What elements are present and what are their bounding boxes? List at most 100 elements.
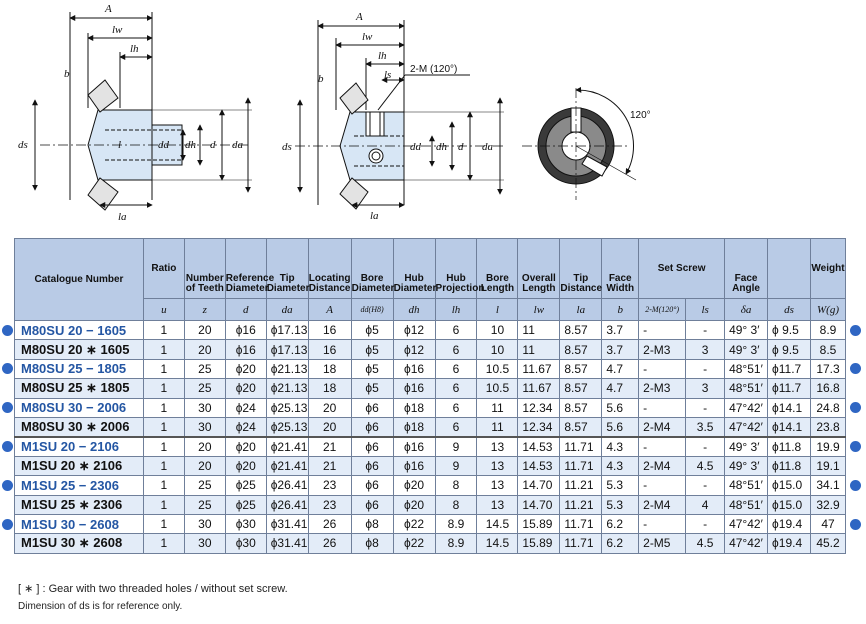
cell-teeth: 25	[183, 475, 226, 496]
cell-overall-length: 14.70	[517, 494, 561, 515]
cell-reference-diameter: ϕ30	[224, 533, 267, 554]
cell-tip-distance: 11.71	[559, 435, 603, 457]
cell-overall-length: 15.89	[517, 513, 561, 535]
sym-ds: ds	[767, 298, 812, 321]
col-hub-diameter: Hub Diameter	[392, 238, 436, 299]
cell-hub-diameter: ϕ12	[392, 319, 436, 341]
cell-ratio: 1	[142, 378, 185, 399]
cell-weight: 45.2	[810, 533, 846, 554]
cell-ds: ϕ 9.5	[767, 339, 812, 360]
cell-teeth: 30	[183, 397, 226, 418]
cell-teeth: 25	[183, 358, 226, 380]
cell-locating-distance: 16	[307, 319, 352, 341]
cell-set-screw-ls: -	[685, 435, 726, 457]
cell-face-width: 6.2	[601, 533, 640, 554]
cell-tip-diameter: ϕ21.13	[265, 378, 309, 399]
marker-dot-right	[850, 518, 861, 530]
cell-face-width: 3.7	[601, 339, 640, 360]
cell-ratio: 1	[142, 475, 185, 496]
cell-bore-length: 10	[476, 339, 519, 360]
sym-face-angle: δa	[724, 298, 769, 321]
angle-120-label: 120°	[630, 110, 651, 121]
sym-face-width: b	[601, 298, 640, 321]
dim-b-center: b	[318, 73, 324, 85]
cell-overall-length: 14.70	[517, 475, 561, 496]
cell-hub-projection: 9	[434, 435, 478, 457]
cell-teeth: 30	[183, 513, 226, 535]
cell-reference-diameter: ϕ20	[224, 378, 267, 399]
cell-teeth: 20	[183, 319, 226, 341]
dim-lw-center: lw	[362, 31, 373, 43]
catalogue-number: M1SU 20 ∗ 2106	[14, 455, 144, 477]
cell-set-screw-m: -	[638, 358, 687, 380]
cell-tip-distance: 11.71	[559, 513, 603, 535]
cell-ds: ϕ11.8	[767, 435, 812, 457]
cell-hub-diameter: ϕ16	[392, 435, 436, 457]
cell-bore-diameter: ϕ5	[350, 378, 394, 399]
cell-tip-diameter: ϕ26.41	[265, 494, 309, 515]
cell-ds: ϕ14.1	[767, 397, 812, 418]
sym-bore-length: l	[476, 298, 519, 321]
col-tip-diameter: Tip Diameter	[265, 238, 310, 299]
cell-ratio: 1	[142, 533, 185, 554]
sym-reference-diameter: d	[224, 298, 267, 321]
dim-da-left: da	[232, 139, 244, 151]
marker-dot-right	[850, 402, 861, 414]
cell-face-width: 6.2	[601, 513, 640, 535]
cell-face-angle: 49° 3′	[724, 455, 769, 477]
cell-ds: ϕ19.4	[767, 533, 812, 554]
sym-set-screw-ls: ls	[685, 298, 726, 321]
cell-ds: ϕ19.4	[767, 513, 812, 535]
set-screw-callout: 2-M (120°)	[410, 64, 457, 75]
cell-weight: 23.8	[810, 416, 846, 438]
cell-tip-diameter: ϕ26.41	[265, 475, 309, 496]
cell-face-width: 4.7	[601, 378, 640, 399]
col-bore-diameter: Bore Diameter	[350, 238, 394, 299]
sym-hub-diameter: dh	[392, 298, 436, 321]
cell-tip-distance: 8.57	[559, 416, 603, 438]
cell-tip-distance: 11.71	[559, 455, 603, 477]
cell-hub-projection: 8.9	[434, 513, 478, 535]
cell-reference-diameter: ϕ16	[224, 339, 267, 360]
cell-bore-length: 10.5	[476, 378, 519, 399]
cell-set-screw-ls: -	[685, 397, 726, 418]
sym-teeth: z	[183, 298, 226, 321]
sym-set-screw-m: 2-M(120°)	[638, 298, 687, 321]
cell-reference-diameter: ϕ20	[224, 435, 267, 457]
cell-overall-length: 11	[517, 339, 561, 360]
cell-bore-diameter: ϕ8	[350, 513, 394, 535]
cell-weight: 32.9	[810, 494, 846, 515]
cell-face-angle: 47°42′	[724, 416, 769, 438]
cell-locating-distance: 26	[307, 533, 352, 554]
marker-dot-left	[2, 324, 13, 336]
cell-ratio: 1	[142, 416, 185, 438]
note-ds-reference: Dimension of ds is for reference only.	[18, 601, 183, 612]
gear-drawing-plain	[32, 12, 252, 211]
catalogue-number: M1SU 30 − 2608	[14, 513, 144, 535]
col-hub-projection: Hub Projection	[434, 238, 484, 299]
col-catalogue-number: Catalogue Number	[14, 238, 144, 321]
cell-locating-distance: 23	[307, 494, 352, 515]
cell-tip-diameter: ϕ31.41	[265, 513, 309, 535]
dim-dh-left: dh	[185, 139, 197, 151]
marker-dot-left	[2, 479, 13, 491]
cell-bore-length: 10.5	[476, 358, 519, 380]
cell-face-width: 4.3	[601, 455, 640, 477]
dim-la-left: la	[118, 211, 127, 223]
dim-a-center: A	[355, 11, 363, 23]
cell-set-screw-m: -	[638, 475, 687, 496]
col-ratio: Ratio	[142, 238, 185, 299]
cell-set-screw-m: 2-M3	[638, 339, 687, 360]
cell-locating-distance: 18	[307, 378, 352, 399]
cell-face-angle: 47°42′	[724, 513, 769, 535]
sym-overall-length: lw	[517, 298, 561, 321]
cell-reference-diameter: ϕ16	[224, 319, 267, 341]
cell-bore-diameter: ϕ6	[350, 494, 394, 515]
cell-face-width: 4.7	[601, 358, 640, 380]
cell-reference-diameter: ϕ20	[224, 455, 267, 477]
cell-hub-diameter: ϕ12	[392, 339, 436, 360]
